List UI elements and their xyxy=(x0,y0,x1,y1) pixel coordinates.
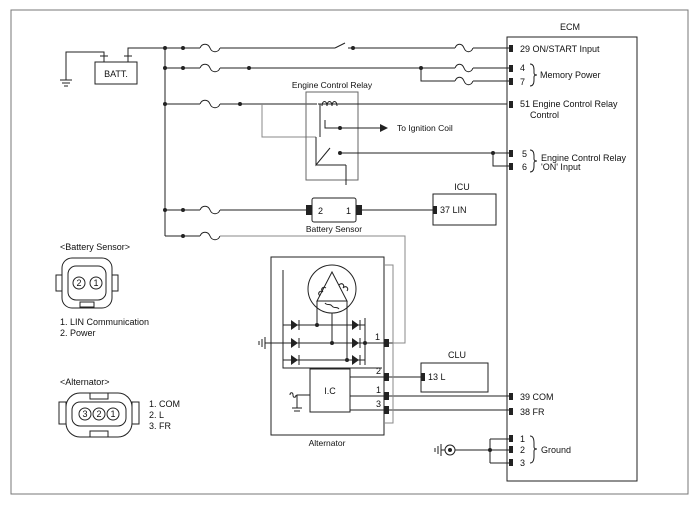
clu-module: CLU 13 L xyxy=(420,350,489,393)
ecm-memory-power-label: Memory Power xyxy=(540,70,601,80)
legend-sensor-cavity-1: 1 xyxy=(93,278,98,288)
battery-label: BATT. xyxy=(104,69,128,79)
ecm-pin-7: 7 xyxy=(520,77,525,87)
legend-alt-cavity-2: 2 xyxy=(96,409,101,419)
clu-pin-l: 13 L xyxy=(428,372,446,382)
legend-sensor-cavity-2: 2 xyxy=(76,278,81,288)
alternator-pin-3: 3 xyxy=(376,399,381,409)
alternator-ic-label: I.C xyxy=(324,386,336,396)
supply-wiring xyxy=(152,42,509,344)
legend-alternator: <Alternator> 3 2 1 1. COM 2. L 3. FR xyxy=(58,377,180,438)
legend-alt-item-3: 3. FR xyxy=(149,421,172,431)
ecm-module: ECM 29 ON/START Input 4 7 Memory Power 5… xyxy=(506,22,638,482)
ecm-pin-g1: 1 xyxy=(520,434,525,444)
alternator-pin-b: 1 xyxy=(375,332,380,342)
ecm-ground-label: Ground xyxy=(541,445,571,455)
legend-sensor-title: <Battery Sensor> xyxy=(60,242,130,252)
alternator-label: Alternator xyxy=(309,438,346,448)
ecm-ground-symbol xyxy=(434,438,509,464)
battery-sensor: 2 1 Battery Sensor xyxy=(306,197,433,234)
legend-alt-title: <Alternator> xyxy=(60,377,110,387)
relay-title: Engine Control Relay xyxy=(292,80,373,90)
ecm-pin-g3: 3 xyxy=(520,458,525,468)
icu-title: ICU xyxy=(454,182,470,192)
ecm-pin-com: 39 COM xyxy=(520,392,554,402)
ecm-pin-6: 6 xyxy=(522,162,527,172)
ecm-pin-4: 4 xyxy=(520,63,525,73)
battery: BATT. xyxy=(60,47,152,87)
ecm-pin-relay-control: 51 Engine Control Relay xyxy=(520,99,618,109)
legend-battery-sensor: <Battery Sensor> 2 1 1. LIN Communicatio… xyxy=(55,242,149,338)
alternator-pin-1: 1 xyxy=(376,385,381,395)
ecm-on-input-label-line2: 'ON' Input xyxy=(541,162,581,172)
relay-to-ignition-coil: To Ignition Coil xyxy=(397,123,453,133)
battery-sensor-label: Battery Sensor xyxy=(306,224,362,234)
ecm-pin-5: 5 xyxy=(522,149,527,159)
ecm-title: ECM xyxy=(560,22,580,32)
ecm-pin-on-start: 29 ON/START Input xyxy=(520,44,600,54)
legend-sensor-item-1: 1. LIN Communication xyxy=(60,317,149,327)
ecm-on-input-label: Engine Control Relay xyxy=(541,153,627,163)
battery-sensor-pin1: 1 xyxy=(346,206,351,216)
legend-sensor-item-2: 2. Power xyxy=(60,328,96,338)
ecm-pin-g2: 2 xyxy=(520,445,525,455)
icu-pin-lin: 37 LIN xyxy=(440,205,467,215)
alternator: Alternator xyxy=(258,256,509,448)
icu-module: ICU 37 LIN xyxy=(432,182,497,226)
legend-alt-cavity-3: 3 xyxy=(82,409,87,419)
engine-control-relay: Engine Control Relay To Ignition Coil xyxy=(292,80,509,185)
legend-alt-item-2: 2. L xyxy=(149,410,164,420)
ecm-pin-fr: 38 FR xyxy=(520,407,545,417)
ecm-pin-relay-control-line2: Control xyxy=(530,110,559,120)
legend-alt-cavity-1: 1 xyxy=(110,409,115,419)
alternator-pin-2: 2 xyxy=(376,366,381,376)
battery-sensor-pin2: 2 xyxy=(318,206,323,216)
diagram-frame xyxy=(10,9,689,495)
legend-alt-item-1: 1. COM xyxy=(149,399,180,409)
clu-title: CLU xyxy=(448,350,466,360)
